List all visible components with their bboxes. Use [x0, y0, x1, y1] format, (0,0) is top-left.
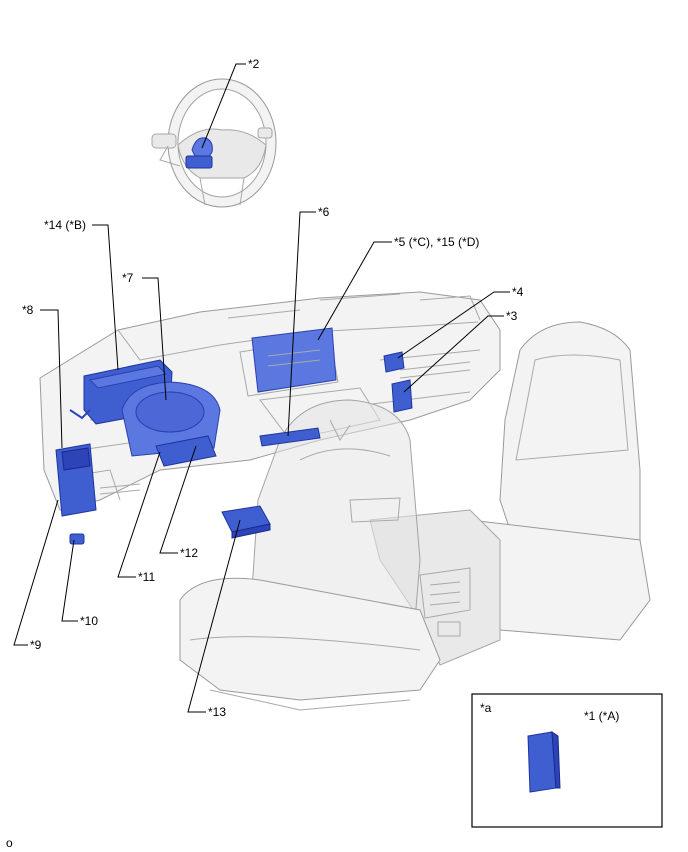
label-10: *10: [80, 614, 98, 628]
inset-label-a: *a: [480, 701, 492, 715]
label-7: *7: [122, 271, 134, 285]
component-6-module: [259, 427, 321, 447]
steering-wheel-illustration: [151, 78, 277, 208]
seats-illustration: [179, 321, 651, 711]
label-14: *14 (*B): [44, 218, 86, 232]
label-11: *11: [138, 570, 155, 584]
component-3-module: [391, 379, 413, 413]
label-13: *13: [208, 705, 226, 719]
label-4: *4: [512, 285, 524, 299]
label-2: *2: [248, 57, 260, 71]
label-6: *6: [318, 205, 330, 219]
component-5-display: [251, 327, 337, 393]
component-10-connector: [69, 533, 85, 545]
label-9: *9: [30, 638, 42, 652]
component-11-12-modules: [155, 435, 217, 467]
leader-lines: [13, 63, 582, 745]
component-13-ecu: [221, 505, 271, 539]
label-3: *3: [506, 309, 518, 323]
figure-code: o: [6, 836, 13, 850]
inset-box: [471, 693, 663, 828]
component-4-module: [383, 351, 405, 373]
component-8-junction-block: [55, 443, 97, 517]
label-1: *1 (*A): [584, 709, 619, 723]
component-7-combination-meter: [121, 381, 221, 457]
component-1-module: [527, 731, 561, 793]
label-5: *5 (*C), *15 (*D): [394, 235, 479, 249]
label-12: *12: [180, 546, 198, 560]
label-8: *8: [22, 303, 34, 317]
